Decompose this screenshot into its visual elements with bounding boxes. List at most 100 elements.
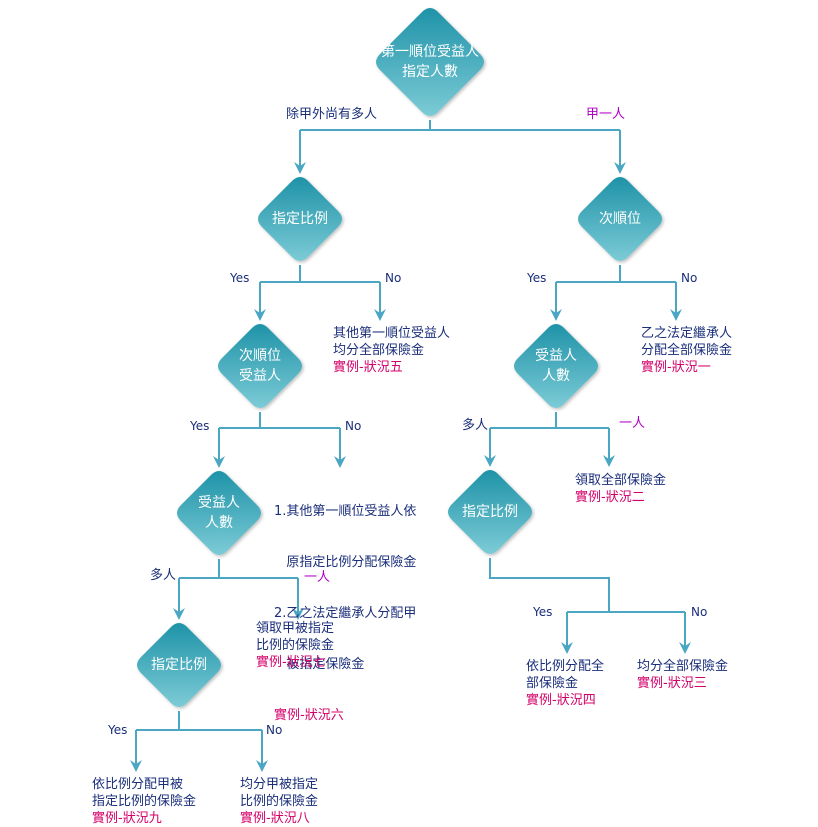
- node-ratio-bottom: 指定比例: [151, 655, 207, 675]
- node-count-left-diamond: [177, 471, 261, 555]
- connector-root: [299, 120, 621, 166]
- outcome-case5-example: 實例-狀況五: [333, 360, 403, 375]
- outcome-case5-line2: 均分全部保險金: [333, 343, 425, 358]
- outcome-case6-line4: 被指定保險金: [274, 657, 365, 672]
- node-count-right: 受益人 人數: [535, 346, 577, 386]
- connector-count-left: [178, 559, 299, 612]
- arrowhead-2: [614, 162, 626, 174]
- edge-label-yes-4: Yes: [533, 605, 553, 619]
- outcome-case6-example: 實例-狀況六: [274, 708, 344, 723]
- arrowhead-1: [294, 162, 306, 174]
- outcome-case6-line2: 原指定比例分配保險金: [274, 555, 417, 570]
- node-root: 第一順位受益人 指定人數: [381, 42, 479, 82]
- outcome-case3: 均分全部保險金 實例-狀況三: [637, 658, 728, 692]
- arrowhead-9: [484, 455, 496, 467]
- edge-label-no-1: No: [385, 271, 402, 285]
- outcome-case1-line1: 乙之法定繼承人: [641, 326, 733, 341]
- node-next-right-diamond: [578, 177, 662, 261]
- connector-next-beneficiary: [218, 412, 341, 460]
- connector-ratio-left: [259, 265, 381, 313]
- arrowhead-12: [292, 608, 304, 620]
- edge-label-yes-5: Yes: [108, 723, 128, 737]
- outcome-case9-example: 實例-狀況九: [92, 811, 162, 826]
- node-next-right-line1: 次順位: [599, 211, 641, 227]
- outcome-case1: 乙之法定繼承人 分配全部保險金 實例-狀況一: [641, 325, 732, 376]
- outcome-case2-line1: 領取全部保險金: [575, 473, 667, 488]
- node-ratio-left-diamond: [258, 177, 342, 261]
- node-count-left: 受益人 人數: [198, 493, 240, 533]
- edge-label-one-right: 一人: [619, 416, 646, 431]
- outcome-case7-example: 實例-狀況七: [256, 655, 326, 670]
- outcome-case9: 依比例分配甲被 指定比例的保險金 實例-狀況九: [92, 776, 196, 827]
- outcome-case6-line1: 1.其他第一順位受益人依: [274, 504, 417, 519]
- outcome-case4-example: 實例-狀況四: [526, 693, 596, 708]
- arrowhead-6: [670, 309, 682, 321]
- node-root-diamond: [376, 8, 484, 116]
- outcome-case3-line1: 均分全部保險金: [637, 659, 729, 674]
- outcome-case3-example: 實例-狀況三: [637, 676, 707, 691]
- outcome-case1-line2: 分配全部保險金: [641, 343, 733, 358]
- outcome-case7-line1: 領取甲被指定: [256, 621, 335, 636]
- outcome-case1-example: 實例-狀況一: [641, 360, 711, 375]
- node-next-beneficiary-line2: 受益人: [239, 368, 281, 384]
- arrowheads: [130, 162, 691, 772]
- arrowhead-5: [550, 309, 562, 321]
- edge-label-no-3: No: [345, 419, 362, 433]
- connector-count-right: [489, 412, 610, 459]
- outcome-case7-line2: 比例的保險金: [256, 638, 335, 653]
- connector-ratio-right: [489, 558, 686, 646]
- node-ratio-right: 指定比例: [462, 502, 518, 522]
- node-ratio-right-diamond: [448, 470, 532, 554]
- edge-label-one-left: 一人: [304, 570, 331, 585]
- node-ratio-left: 指定比例: [272, 209, 328, 229]
- edge-label-root-many: 除甲外尚有多人: [286, 107, 378, 122]
- edge-label-yes-2: Yes: [527, 271, 547, 285]
- node-ratio-right-line1: 指定比例: [462, 504, 518, 520]
- outcome-case4-line1: 依比例分配全: [526, 659, 605, 674]
- node-ratio-bottom-diamond: [137, 623, 221, 707]
- arrowhead-14: [679, 642, 691, 654]
- node-root-line2: 指定人數: [402, 64, 458, 80]
- node-next-beneficiary: 次順位 受益人: [239, 346, 281, 386]
- edge-label-yes-3: Yes: [190, 419, 210, 433]
- node-count-right-diamond: [514, 324, 598, 408]
- node-ratio-bottom-line1: 指定比例: [151, 657, 207, 673]
- node-next-right: 次順位: [599, 209, 641, 229]
- arrowhead-8: [334, 456, 346, 468]
- arrowhead-4: [374, 309, 386, 321]
- connector-ratio-bottom: [135, 711, 263, 764]
- edge-label-no-4: No: [691, 605, 708, 619]
- connector-next-right: [555, 265, 677, 313]
- outcome-case7: 領取甲被指定 比例的保險金 實例-狀況七: [256, 620, 334, 671]
- arrowhead-10: [603, 455, 615, 467]
- outcome-case8-line2: 比例的保險金: [240, 794, 319, 809]
- edge-label-root-one: 甲一人: [586, 107, 626, 122]
- node-ratio-left-line1: 指定比例: [272, 211, 328, 227]
- outcome-case8-example: 實例-狀況八: [240, 811, 310, 826]
- arrowhead-16: [256, 760, 268, 772]
- outcome-case9-line2: 指定比例的保險金: [92, 794, 197, 809]
- outcome-case6: 1.其他第一順位受益人依 原指定比例分配保險金 2.乙之法定繼承人分配甲 被指定…: [274, 469, 416, 758]
- edge-label-no-2: No: [681, 271, 698, 285]
- arrowhead-11: [173, 608, 185, 620]
- edge-label-yes-1: Yes: [230, 271, 250, 285]
- outcome-case8-line1: 均分甲被指定: [240, 777, 319, 792]
- arrowhead-15: [130, 760, 142, 772]
- outcome-case6-line3: 2.乙之法定繼承人分配甲: [274, 606, 417, 621]
- node-count-right-line1: 受益人: [535, 348, 577, 364]
- arrowhead-13: [561, 642, 573, 654]
- edge-label-many-right: 多人: [462, 418, 489, 433]
- node-count-left-line2: 人數: [205, 515, 233, 531]
- decision-nodes: [137, 8, 662, 707]
- arrowhead-7: [213, 456, 225, 468]
- outcome-case9-line1: 依比例分配甲被: [92, 777, 184, 792]
- outcome-case8: 均分甲被指定 比例的保險金 實例-狀況八: [240, 776, 318, 827]
- outcome-case5-line1: 其他第一順位受益人: [333, 326, 451, 341]
- connector-lines: [135, 120, 686, 764]
- outcome-case4-line2: 部保險金: [526, 676, 579, 691]
- outcome-case4: 依比例分配全 部保險金 實例-狀況四: [526, 658, 604, 709]
- node-root-line1: 第一順位受益人: [381, 44, 479, 60]
- arrowhead-3: [254, 309, 266, 321]
- edge-label-no-5: No: [266, 723, 283, 737]
- node-next-beneficiary-line1: 次順位: [239, 348, 281, 364]
